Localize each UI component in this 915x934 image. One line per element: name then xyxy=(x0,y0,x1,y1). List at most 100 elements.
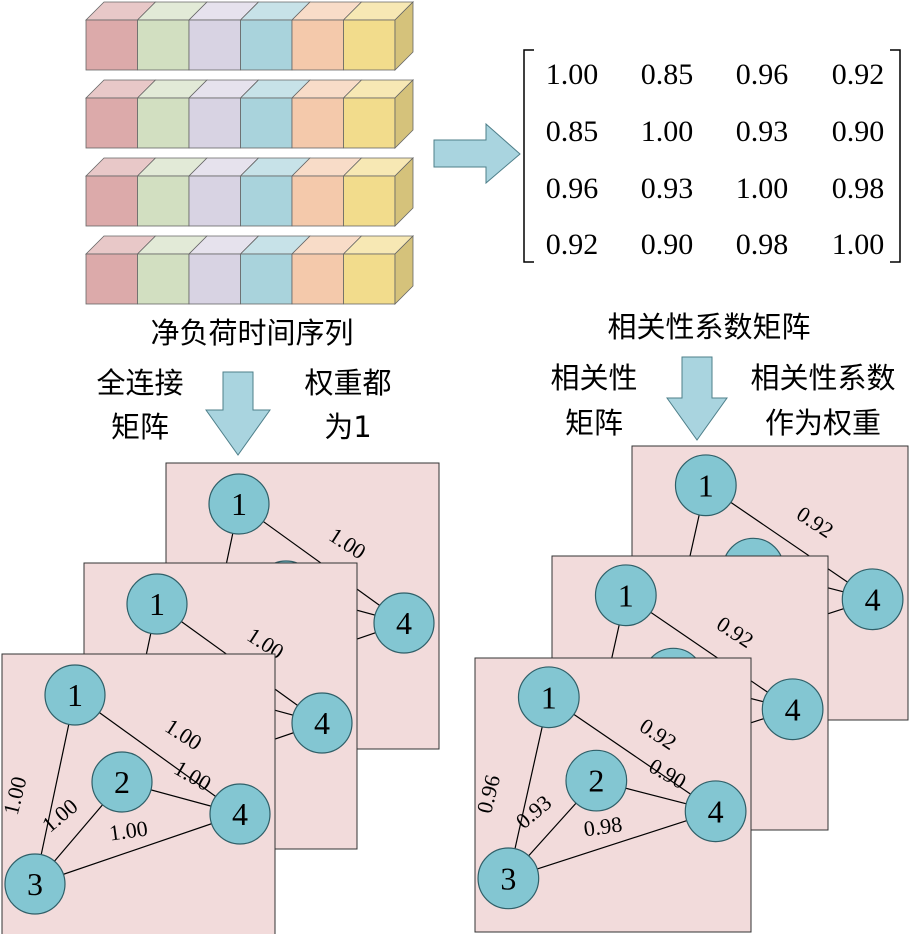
time-series-cube xyxy=(188,1,260,71)
graph-node-1: 1 xyxy=(44,664,106,726)
time-series-cube xyxy=(342,1,414,71)
time-series-cube xyxy=(239,79,311,149)
time-series-cube xyxy=(291,157,363,227)
graph-node-3: 3 xyxy=(477,847,540,910)
time-series-cube xyxy=(136,79,208,149)
matrix-cell: 0.92 xyxy=(546,228,599,261)
edge-weight-label: 0.98 xyxy=(582,811,624,841)
graph-node-1: 1 xyxy=(594,564,657,627)
time-series-row xyxy=(85,235,414,305)
time-series-cube xyxy=(85,79,157,149)
node-label: 3 xyxy=(500,860,516,896)
matrix-cell: 1.00 xyxy=(546,58,599,91)
graph-edge xyxy=(508,810,716,879)
left-down-arrow-icon xyxy=(205,371,271,456)
correlation-matrix: 1.00 0.85 0.96 0.92 0.85 1.00 0.93 0.90 0.96 0.93… xyxy=(523,49,901,263)
time-series-row xyxy=(85,79,414,149)
time-series-cube xyxy=(188,235,260,305)
time-series-cube xyxy=(239,157,311,227)
time-series-cube xyxy=(291,235,363,305)
matrix-left-bracket xyxy=(523,49,534,263)
matrix-cell: 0.98 xyxy=(832,172,885,205)
time-series-cube xyxy=(188,157,260,227)
right-arrow-right-line1: 相关性系数 xyxy=(750,361,895,395)
matrix-cell: 1.00 xyxy=(832,228,885,261)
graph-edge xyxy=(34,694,76,885)
left-arrow-left-line2: 矩阵 xyxy=(111,410,169,444)
graph-edge xyxy=(548,696,716,812)
graph-node-1: 1 xyxy=(208,473,270,535)
node-label: 1 xyxy=(618,577,634,613)
node-label: 2 xyxy=(114,764,130,800)
time-series-cube xyxy=(136,1,208,71)
edge-weight-label: 1.00 xyxy=(108,816,150,846)
matrix-cell: 0.85 xyxy=(641,58,694,91)
graph-edge xyxy=(625,594,793,710)
time-series-row xyxy=(85,1,414,71)
time-series-cube xyxy=(85,1,157,71)
matrix-cell: 0.93 xyxy=(736,115,789,148)
net-load-time-series xyxy=(85,1,414,305)
matrix-right-bracket xyxy=(890,49,901,263)
graph-stacks: 1.0012341.0012341.001.001.001.001.001234… xyxy=(1,445,909,934)
time-series-cube xyxy=(239,1,311,71)
matrix-cell: 0.96 xyxy=(736,58,789,91)
matrix-cell: 0.98 xyxy=(736,228,789,261)
graph-node-4: 4 xyxy=(761,678,824,741)
node-label: 1 xyxy=(149,586,165,622)
time-series-cube xyxy=(188,79,260,149)
node-label: 2 xyxy=(588,763,604,799)
graph-edge xyxy=(705,484,873,600)
time-series-cube xyxy=(342,157,414,227)
matrix-cell: 1.00 xyxy=(641,115,694,148)
graph-edge xyxy=(34,813,241,885)
graph-node-4: 4 xyxy=(291,692,353,754)
right-arrow-icon xyxy=(433,122,521,185)
right-arrow-left-line2: 矩阵 xyxy=(565,406,623,440)
node-label: 1 xyxy=(698,467,714,503)
graph-node-4: 4 xyxy=(373,592,435,654)
node-label: 4 xyxy=(314,705,330,741)
matrix-cell: 0.96 xyxy=(546,172,599,205)
graph-node-2: 2 xyxy=(565,749,628,812)
time-series-cube xyxy=(342,79,414,149)
left-arrow-left-line1: 全连接 xyxy=(96,366,183,400)
node-label: 4 xyxy=(865,581,881,617)
node-label: 4 xyxy=(232,796,248,832)
node-label: 4 xyxy=(708,793,724,829)
graph-node-4: 4 xyxy=(209,783,271,845)
graph-node-2: 2 xyxy=(91,751,153,813)
graph-node-4: 4 xyxy=(841,568,904,631)
time-series-cube xyxy=(342,235,414,305)
time-series-cube xyxy=(239,235,311,305)
matrix-cell: 0.85 xyxy=(546,115,599,148)
matrix-cell: 0.92 xyxy=(832,58,885,91)
right-down-arrow-icon xyxy=(666,356,728,441)
node-label: 1 xyxy=(541,679,557,715)
time-series-cube xyxy=(136,235,208,305)
graph-node-1: 1 xyxy=(517,666,580,729)
matrix-cell: 1.00 xyxy=(736,172,789,205)
node-label: 3 xyxy=(27,866,43,902)
graph-node-3: 3 xyxy=(4,853,66,915)
matrix-cell: 0.90 xyxy=(641,228,694,261)
matrix-caption: 相关性系数矩阵 xyxy=(607,310,810,344)
right-arrow-right-line2: 作为权重 xyxy=(765,406,881,440)
matrix-cell: 0.93 xyxy=(641,172,694,205)
right-arrow-left-line1: 相关性 xyxy=(550,361,637,395)
node-label: 1 xyxy=(231,486,247,522)
graph-node-1: 1 xyxy=(674,454,737,517)
left-arrow-right-line1: 权重都 xyxy=(304,366,391,400)
time-series-cube xyxy=(85,157,157,227)
left-arrow-right-line2: 为1 xyxy=(324,410,371,444)
graph-edge xyxy=(74,694,241,815)
time-series-cube xyxy=(136,157,208,227)
node-label: 4 xyxy=(396,605,412,641)
time-series-cube xyxy=(291,1,363,71)
matrix-cell: 0.90 xyxy=(832,115,885,148)
